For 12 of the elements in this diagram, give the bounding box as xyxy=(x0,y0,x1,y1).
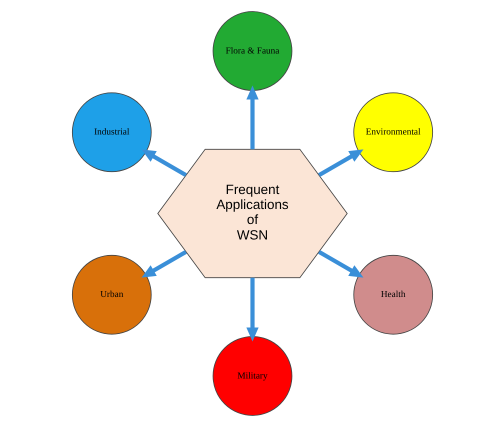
node-circle: Military xyxy=(212,336,292,416)
arrow xyxy=(246,278,258,342)
node-circle: Flora & Fauna xyxy=(212,11,292,91)
arrow xyxy=(141,250,186,278)
node-circle: Industrial xyxy=(71,92,152,172)
node-circle: Urban xyxy=(71,254,152,335)
arrow xyxy=(141,149,186,177)
node-circle: Health xyxy=(352,254,433,335)
arrow xyxy=(246,85,258,150)
arrow xyxy=(318,149,363,177)
node-circle: Environmental xyxy=(352,92,433,172)
arrow xyxy=(318,250,363,278)
